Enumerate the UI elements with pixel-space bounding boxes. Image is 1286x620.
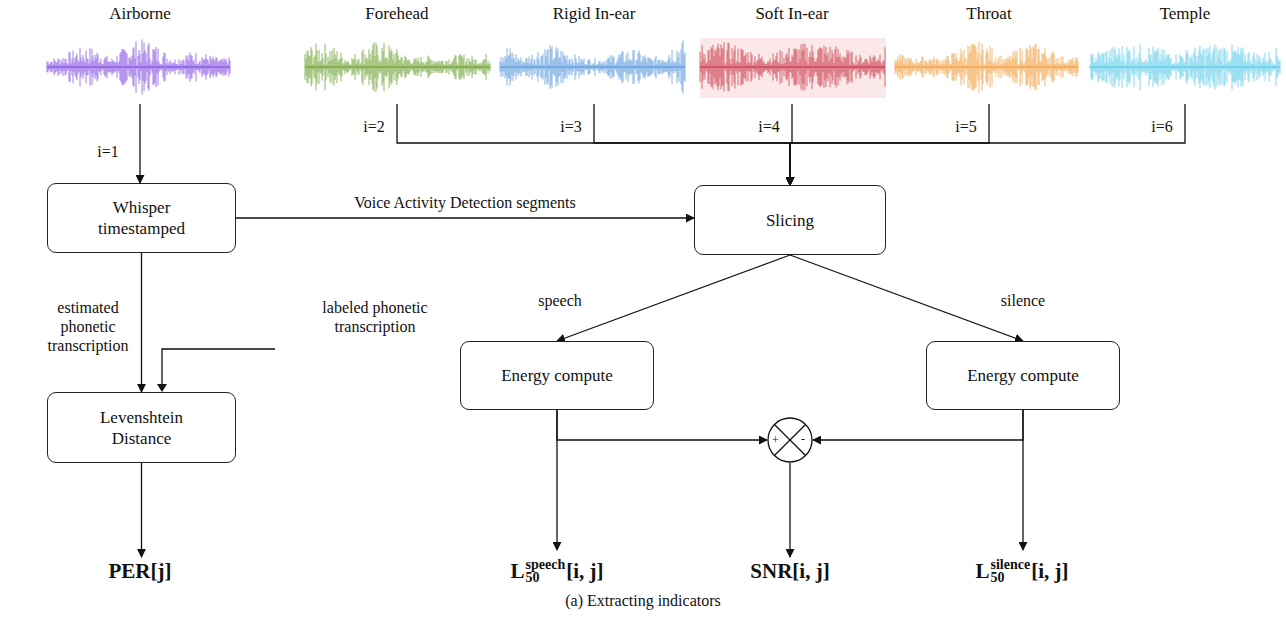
sensor-name: Temple bbox=[1088, 4, 1282, 24]
index-stack: 50silence bbox=[991, 558, 1031, 584]
edge-label: speech bbox=[530, 291, 590, 310]
speech-waveform bbox=[895, 42, 1078, 93]
waveform-axis bbox=[1090, 67, 1280, 68]
indicator-index: [i, j] bbox=[566, 559, 603, 584]
summing-junction: +- bbox=[767, 417, 813, 463]
process-box: Energy compute bbox=[926, 341, 1120, 410]
edge-label: i=4 bbox=[750, 117, 788, 136]
arrowhead bbox=[157, 384, 167, 392]
connector bbox=[790, 104, 1185, 185]
subscript: 50 bbox=[526, 571, 540, 584]
indicator-index: [i, j] bbox=[1031, 559, 1068, 584]
leader-line bbox=[162, 349, 275, 386]
sign-plus: + bbox=[772, 434, 779, 446]
edge-label: i=2 bbox=[355, 117, 393, 136]
process-box: Whisper timestamped bbox=[47, 183, 236, 253]
superscript: silence bbox=[991, 558, 1031, 571]
connector bbox=[397, 104, 790, 185]
connector bbox=[594, 104, 790, 185]
sensor-name: Forehead bbox=[302, 4, 492, 24]
indicator-label: PER[j] bbox=[109, 559, 172, 584]
connector bbox=[139, 104, 140, 183]
indicator-label: SNR[i, j] bbox=[750, 559, 829, 584]
edge-label: Voice Activity Detection segments bbox=[300, 193, 630, 212]
waveform-background bbox=[700, 38, 886, 98]
box-label: Levenshtein Distance bbox=[82, 407, 202, 449]
edge-label: i=1 bbox=[88, 142, 128, 161]
connector bbox=[141, 253, 142, 392]
edge-label: silence bbox=[993, 291, 1053, 310]
sign-minus: - bbox=[801, 433, 805, 445]
sensor-name: Soft In-ear bbox=[697, 4, 887, 24]
connector bbox=[236, 217, 694, 218]
connector bbox=[790, 255, 1023, 341]
sensor-name: Throat bbox=[894, 4, 1084, 24]
output-indicator: PER[j] bbox=[80, 557, 200, 585]
edge-label: i=3 bbox=[552, 117, 590, 136]
output-indicator: SNR[i, j] bbox=[720, 557, 860, 585]
edge-label: estimated phonetic transcription bbox=[40, 298, 136, 355]
box-label: Energy compute bbox=[501, 365, 613, 386]
indicator-symbol: L bbox=[510, 559, 524, 584]
sensor-name: Rigid In-ear bbox=[499, 4, 689, 24]
process-box: Slicing bbox=[694, 185, 886, 255]
junction-circle bbox=[768, 418, 812, 462]
index-stack: 50speech bbox=[526, 558, 566, 584]
signal-source: Throat bbox=[894, 4, 1084, 104]
speech-waveform bbox=[500, 40, 685, 93]
connector bbox=[813, 410, 1023, 440]
signal-source: Rigid In-ear bbox=[499, 4, 689, 104]
figure-caption: (a) Extracting indicators bbox=[443, 591, 843, 610]
signal-source: Forehead bbox=[302, 4, 492, 104]
box-label: Slicing bbox=[766, 210, 814, 231]
connector bbox=[557, 255, 790, 341]
connector bbox=[789, 463, 790, 557]
sensor-name: Airborne bbox=[45, 4, 235, 24]
output-indicator: L50speech[i, j] bbox=[477, 550, 637, 592]
box-label: Energy compute bbox=[967, 365, 1079, 386]
process-box: Energy compute bbox=[460, 341, 654, 410]
output-indicator: L50silence[i, j] bbox=[937, 550, 1107, 592]
waveform-axis bbox=[305, 67, 490, 68]
indicator-symbol: L bbox=[976, 559, 990, 584]
signal-source: Temple bbox=[1088, 4, 1282, 104]
subscript: 50 bbox=[991, 571, 1005, 584]
signal-source: Airborne bbox=[45, 4, 235, 104]
edge-label: i=6 bbox=[1143, 117, 1181, 136]
edge-label: i=5 bbox=[947, 117, 985, 136]
connector bbox=[141, 463, 142, 557]
waveform-axis bbox=[700, 67, 885, 68]
connector bbox=[790, 104, 989, 185]
speech-waveform bbox=[1090, 44, 1280, 90]
waveform-axis bbox=[895, 67, 1078, 68]
waveform-axis bbox=[47, 67, 230, 68]
connector bbox=[557, 410, 767, 440]
note-label: labeled phonetic transcription bbox=[320, 298, 430, 336]
speech-waveform bbox=[700, 42, 885, 91]
signal-source: Soft In-ear bbox=[697, 4, 887, 104]
box-label: Whisper timestamped bbox=[82, 197, 202, 239]
speech-waveform bbox=[305, 42, 490, 91]
waveform-axis bbox=[500, 67, 685, 68]
process-box: Levenshtein Distance bbox=[47, 392, 236, 463]
speech-waveform bbox=[47, 40, 230, 95]
superscript: speech bbox=[526, 558, 566, 571]
junction-cross bbox=[774, 424, 805, 455]
